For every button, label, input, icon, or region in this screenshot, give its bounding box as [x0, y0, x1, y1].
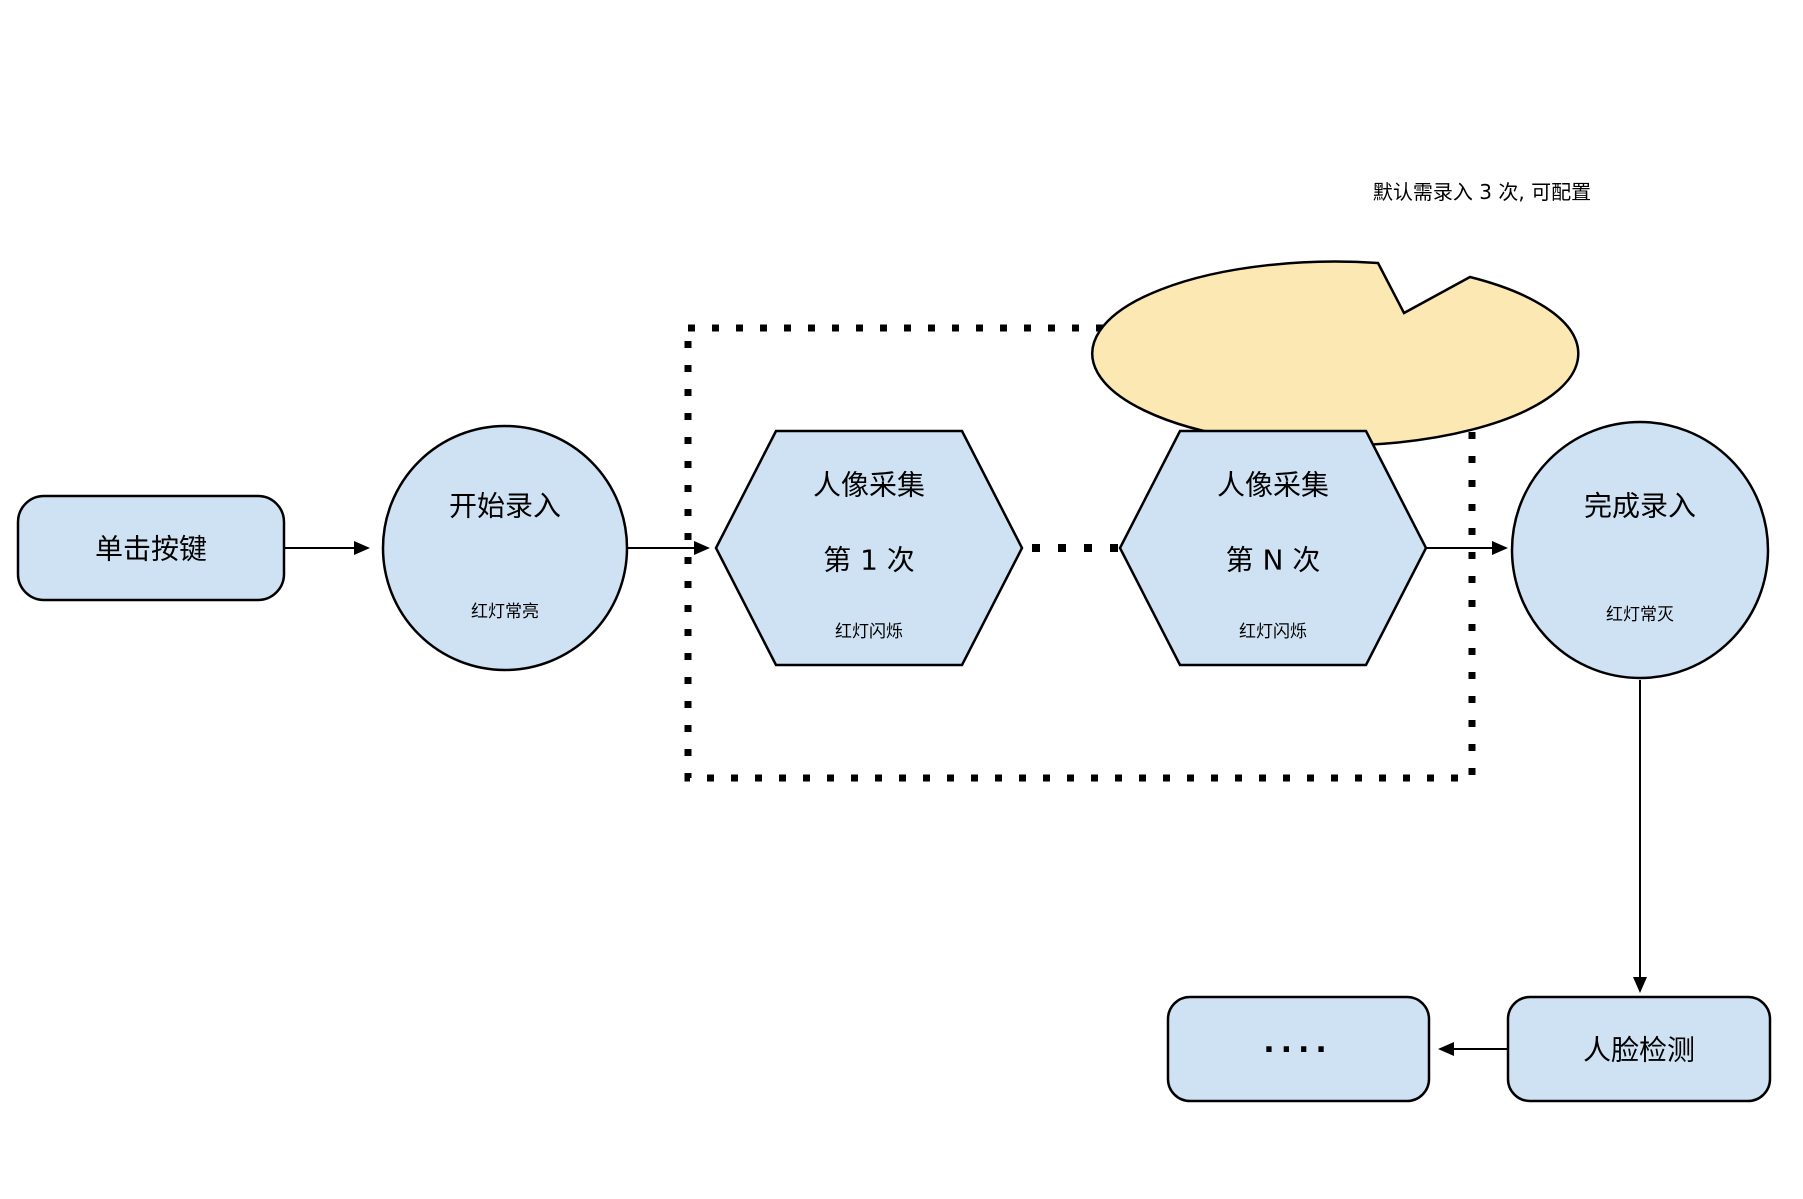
finish-enroll-label: 完成录入: [1584, 490, 1696, 523]
face-detect-label: 人脸检测: [1583, 1034, 1695, 1067]
node-capture-n: 人像采集 第 N 次 红灯闪烁: [1118, 429, 1428, 667]
repeat-region-dotted-border: [684, 324, 1476, 782]
ellipsis-box: [1166, 995, 1431, 1103]
finish-enroll-sublabel: 红灯常灭: [1606, 605, 1674, 625]
start-enroll-sublabel: 红灯常亮: [471, 602, 539, 622]
capture-1-line1: 人像采集: [813, 469, 925, 502]
ellipsis-label: ....: [1263, 1025, 1333, 1060]
node-ellipsis: ....: [1166, 995, 1431, 1103]
click-button-label: 单击按键: [95, 533, 207, 566]
node-finish-enroll: 完成录入 红灯常灭: [1510, 420, 1770, 680]
start-enroll-label: 开始录入: [449, 490, 561, 523]
capture-1-hexagon: [714, 429, 1024, 667]
capture-n-sublabel: 红灯闪烁: [1239, 622, 1307, 642]
callout-bubble: [1091, 260, 1580, 447]
finish-enroll-circle: [1510, 420, 1770, 680]
node-face-detect: 人脸检测: [1506, 995, 1772, 1103]
start-enroll-circle: [381, 424, 629, 672]
capture-n-line2: 第 N 次: [1226, 544, 1321, 577]
callout-bubble-text: 默认需录入 3 次, 可配置: [1373, 180, 1591, 204]
node-click-button: 单击按键: [16, 494, 286, 602]
node-start-enroll: 开始录入 红灯常亮: [381, 424, 629, 672]
capture-1-sublabel: 红灯闪烁: [835, 622, 903, 642]
node-capture-1: 人像采集 第 1 次 红灯闪烁: [714, 429, 1024, 667]
capture-1-line2: 第 1 次: [823, 544, 915, 577]
capture-n-line1: 人像采集: [1217, 469, 1329, 502]
